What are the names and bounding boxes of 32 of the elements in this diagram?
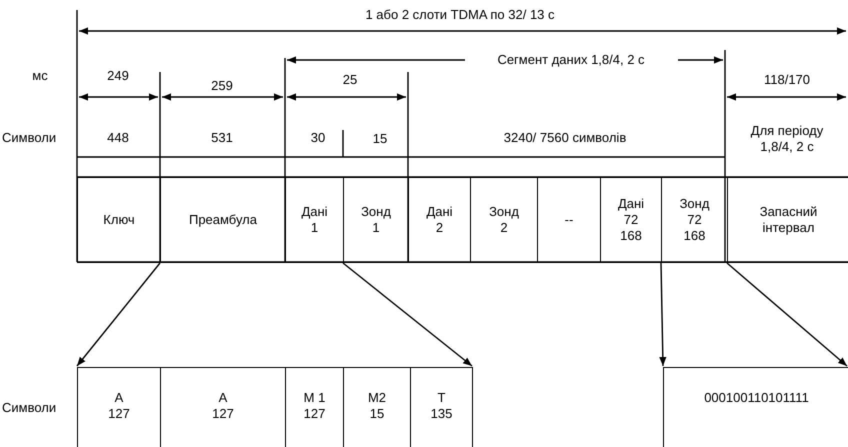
slot-cell: Преамбула: [160, 177, 286, 263]
dimension-label: 25: [342, 72, 358, 88]
arrow: [342, 262, 472, 367]
slot-cell: --: [537, 177, 601, 263]
slot-cell: Дані 72 168: [600, 177, 662, 263]
symbol-count: 3240/ 7560 символів: [504, 130, 626, 146]
dimension-label: 259: [211, 78, 233, 94]
unit-label: мс: [32, 68, 48, 84]
slot-cell: Зонд 2: [470, 177, 538, 263]
symbol-count: 30: [310, 130, 326, 146]
dimension-label: 1 або 2 слоти TDMA по 32/ 13 с: [365, 6, 555, 24]
subfield-cell: A 127: [77, 367, 161, 447]
dimension-label: 118/170: [764, 72, 810, 88]
arrow: [76, 262, 161, 366]
subfield-cell: T 135: [410, 367, 473, 447]
period-note: Для періоду 1,8/4, 2 с: [750, 122, 824, 156]
symbol-count: 531: [211, 130, 233, 146]
slot-cell: Ключ: [77, 177, 161, 263]
slot-cell: Дані 1: [285, 177, 344, 263]
slot-cell: Зонд 1: [343, 177, 409, 263]
arrow: [659, 262, 666, 366]
slot-cell: Запасний інтервал: [727, 177, 848, 263]
slot-cell: Дані 2: [408, 177, 471, 263]
row-label: Символи: [2, 400, 56, 416]
symbol-count: 448: [107, 130, 129, 146]
dimension-label: Сегмент даних 1,8/4, 2 с: [497, 52, 645, 68]
arrow: [726, 262, 848, 367]
slot-cell: Зонд 72 168: [661, 177, 728, 263]
subfield-cell: 000100110101111: [663, 367, 848, 447]
symbol-count: 15: [372, 130, 388, 148]
row-label: Символи: [2, 130, 56, 146]
dimension-label: 249: [107, 68, 129, 84]
